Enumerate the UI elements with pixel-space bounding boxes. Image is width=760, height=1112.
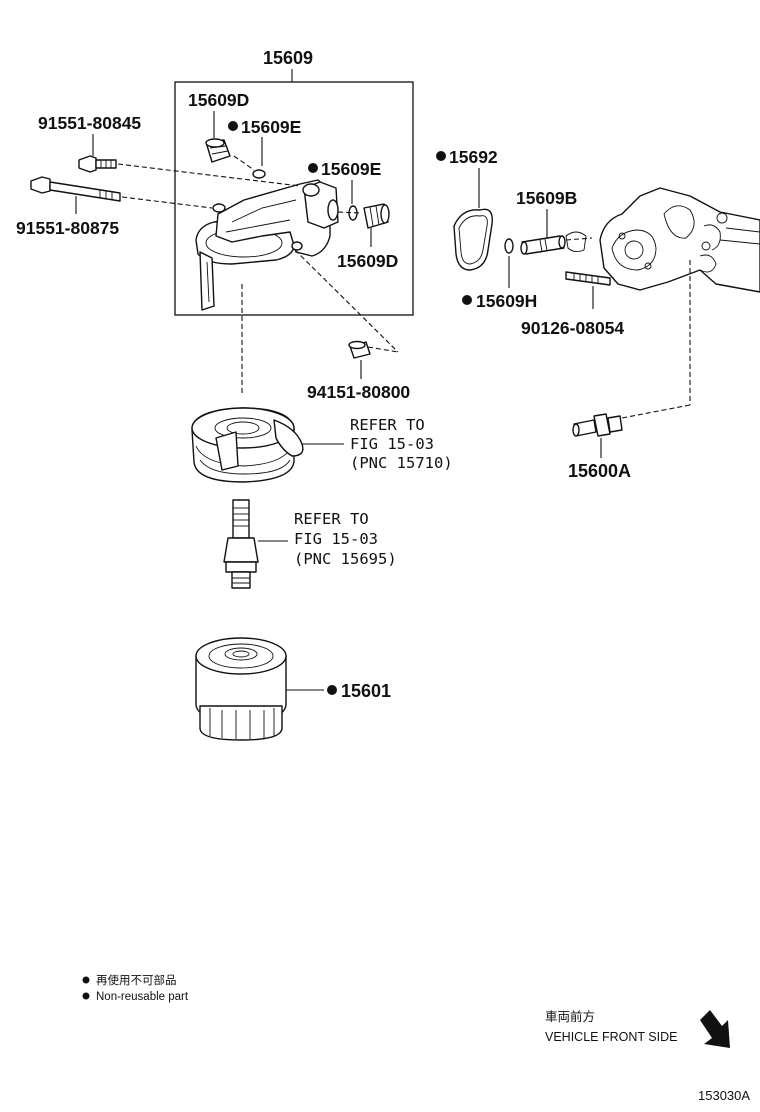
- plug-15609D-right-drawing: [363, 203, 390, 229]
- filter-bracket-drawing: [195, 179, 339, 311]
- bolt-91551-80875-drawing: [30, 176, 121, 202]
- legend-bullet-ja: [82, 976, 90, 984]
- label-15600A: 15600A: [568, 461, 631, 481]
- bullet-15601: [327, 685, 337, 695]
- label-91551-80875: 91551-80875: [16, 218, 119, 238]
- legend-text-ja: 再使用不可部品: [96, 973, 177, 987]
- legend-bullet-en: [82, 992, 90, 1000]
- label-15609H: 15609H: [476, 291, 537, 311]
- label-90126-08054: 90126-08054: [521, 318, 624, 338]
- bullet-15692: [436, 151, 446, 161]
- ref1-line2: FIG 15-03: [350, 435, 434, 453]
- ref2-line2: FIG 15-03: [294, 530, 378, 548]
- label-15609B: 15609B: [516, 188, 577, 208]
- bullet-15609E-top: [228, 121, 238, 131]
- gasket-15692-drawing: [453, 208, 493, 271]
- front-arrow-icon: [700, 1010, 730, 1048]
- oring-15609H-drawing: [504, 238, 514, 254]
- label-15692: 15692: [449, 147, 498, 167]
- oring-15609E-top-drawing: [252, 169, 266, 179]
- ref2-line1: REFER TO: [294, 510, 369, 528]
- label-94151-80800: 94151-80800: [307, 382, 410, 402]
- pipe-15609B-drawing: [520, 235, 566, 255]
- label-15609E-top: 15609E: [241, 117, 301, 137]
- direction-text-ja: 車両前方: [545, 1009, 595, 1024]
- oil-filter-drawing: [195, 637, 287, 741]
- direction-text-en: VEHICLE FRONT SIDE: [545, 1030, 677, 1044]
- plug-94151-80800-drawing: [348, 340, 371, 359]
- bullet-15609E-right: [308, 163, 318, 173]
- plug-15609D-top-drawing: [205, 138, 231, 163]
- label-15609D-right: 15609D: [337, 251, 398, 271]
- ref1-line3: (PNC 15710): [350, 454, 453, 472]
- stud-90126-08054-drawing: [565, 271, 611, 286]
- label-15609D-top: 15609D: [188, 90, 249, 110]
- bullet-15609H: [462, 295, 472, 305]
- label-15601: 15601: [341, 681, 391, 701]
- legend-text-en: Non-reusable part: [96, 991, 189, 1003]
- label-91551-80845: 91551-80845: [38, 113, 141, 133]
- ref1-line1: REFER TO: [350, 416, 425, 434]
- union-bolt-drawing: [223, 499, 259, 589]
- assembly-box: [174, 81, 414, 316]
- valve-15600A-drawing: [572, 413, 623, 437]
- engine-block-drawing: [565, 187, 760, 293]
- ref2-line3: (PNC 15695): [294, 550, 397, 568]
- label-15609E-right: 15609E: [321, 159, 381, 179]
- figure-id: 153030A: [698, 1088, 750, 1103]
- assembly-number-label: 15609: [263, 48, 313, 68]
- bolt-91551-80845-drawing: [78, 155, 117, 173]
- oil-cooler-drawing: [191, 407, 304, 483]
